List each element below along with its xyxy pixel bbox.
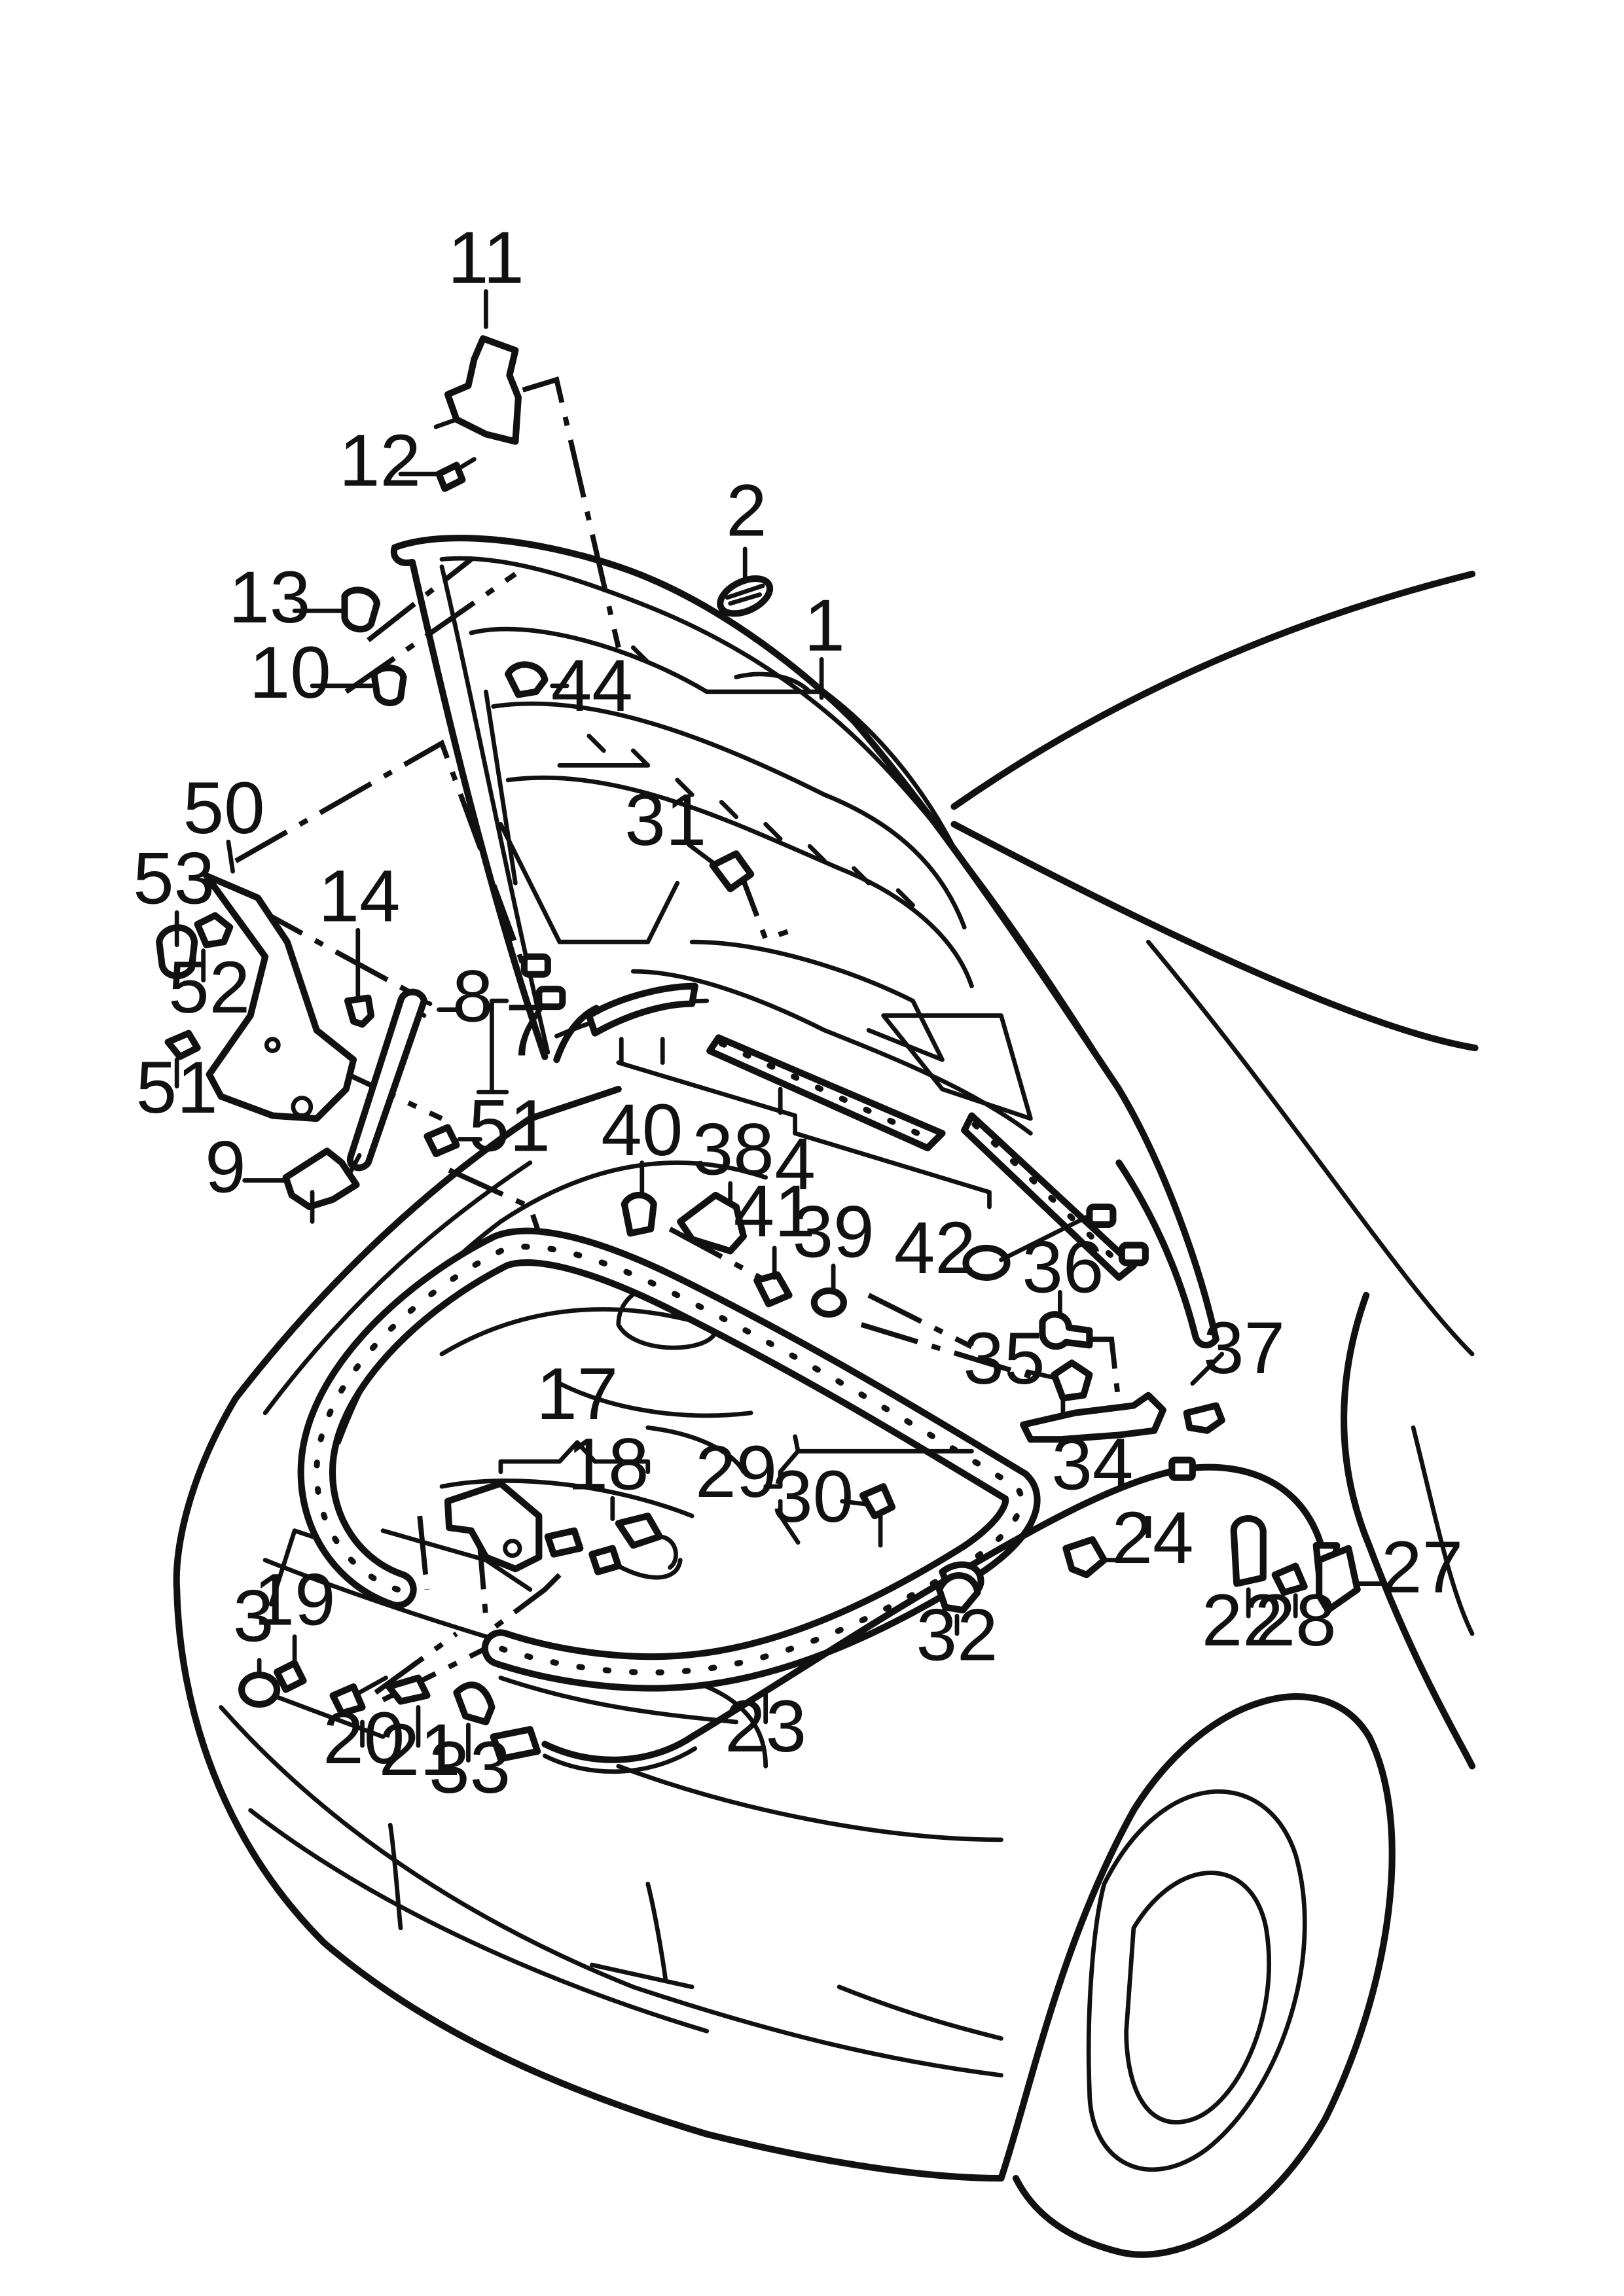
bolt-51a — [164, 1030, 201, 1060]
label-50: 50 — [183, 766, 265, 849]
latch-17 — [444, 1480, 543, 1573]
label-12: 12 — [339, 419, 421, 501]
label-11: 11 — [448, 216, 524, 298]
buffer-10 — [370, 664, 407, 707]
bolt-28 — [1271, 1562, 1308, 1596]
bolt-41 — [753, 1271, 793, 1308]
clip-37 — [1183, 1402, 1225, 1434]
cap-3 — [238, 1671, 281, 1708]
label-1: 1 — [804, 584, 845, 666]
label-13: 13 — [228, 556, 310, 638]
stud-14 — [344, 994, 375, 1028]
bolt-19 — [274, 1659, 307, 1693]
label-31: 31 — [624, 778, 706, 861]
label-40: 40 — [601, 1088, 683, 1171]
label-8: 8 — [452, 955, 494, 1037]
label-9: 9 — [205, 1125, 246, 1208]
label-36: 36 — [1022, 1225, 1104, 1308]
bracket-27 — [1316, 1545, 1361, 1614]
label-28: 28 — [1255, 1579, 1337, 1661]
washer-42 — [962, 1244, 1011, 1281]
handle-33 — [453, 1681, 496, 1726]
label-34: 34 — [1051, 1423, 1133, 1505]
label-10: 10 — [249, 631, 331, 713]
bolt-12 — [435, 461, 466, 492]
buffer-13 — [341, 586, 381, 633]
label-35: 35 — [963, 1317, 1045, 1399]
clip-30 — [859, 1483, 896, 1520]
label-22: 22 — [1202, 1579, 1284, 1661]
bracket-34 — [1020, 1391, 1166, 1443]
label-44: 44 — [551, 644, 633, 726]
label-24: 24 — [1112, 1496, 1194, 1579]
switch-21 — [385, 1674, 431, 1705]
cap-53 — [156, 924, 198, 980]
label-18: 18 — [568, 1423, 649, 1505]
bonnet-panel — [390, 534, 1219, 1349]
bracket-9 — [282, 1147, 360, 1211]
label-20: 20 — [323, 1696, 405, 1779]
label-19: 19 — [254, 1558, 336, 1641]
bolt-20 — [329, 1683, 366, 1717]
label-33: 33 — [429, 1726, 511, 1808]
label-32: 32 — [916, 1594, 998, 1676]
buffer-40 — [621, 1192, 657, 1237]
label-38: 38 — [693, 1107, 774, 1190]
catch-22 — [1230, 1515, 1267, 1587]
bolt-36 — [1039, 1311, 1093, 1350]
label-4: 4 — [774, 1122, 816, 1205]
label-27: 27 — [1381, 1526, 1463, 1608]
clip-24 — [1062, 1536, 1108, 1579]
clip-44 — [505, 661, 549, 698]
parts — [156, 335, 1361, 1763]
gas-strut — [346, 988, 428, 1172]
washer-39 — [810, 1287, 847, 1318]
clip-31 — [709, 850, 755, 893]
label-39: 39 — [793, 1190, 875, 1272]
label-53: 53 — [133, 837, 215, 920]
lock-38 — [677, 1191, 747, 1255]
label-37: 37 — [1203, 1306, 1285, 1389]
label-41: 41 — [734, 1170, 816, 1252]
bracket-11 — [444, 335, 522, 445]
label-2: 2 — [726, 469, 767, 552]
assembly-leader-lines — [234, 376, 1151, 1702]
label-7: 7 — [505, 988, 547, 1071]
grommet-32 — [935, 1572, 981, 1614]
label-52: 52 — [168, 946, 250, 1028]
label-30: 30 — [772, 1455, 854, 1537]
nut-35 — [1051, 1359, 1093, 1402]
bonnet-seal-29 — [297, 1227, 1041, 1692]
label-leaders — [174, 289, 1386, 1763]
label-23: 23 — [725, 1685, 806, 1767]
car-body-outline — [173, 570, 1479, 2258]
label-29: 29 — [695, 1430, 777, 1513]
part-labels: 1 2 3 4 7 8 9 10 11 12 13 14 17 18 19 20… — [133, 216, 1463, 1808]
label-51a: 51 — [136, 1046, 218, 1128]
connector-18 — [615, 1513, 663, 1549]
label-14: 14 — [318, 855, 400, 937]
label-42: 42 — [894, 1206, 976, 1289]
label-17: 17 — [536, 1352, 618, 1435]
bolt-51b — [424, 1124, 460, 1158]
label-3: 3 — [233, 1574, 274, 1657]
label-51b: 51 — [469, 1084, 550, 1166]
nut-52 — [194, 912, 234, 948]
label-21: 21 — [379, 1708, 461, 1791]
hinge-50 — [203, 872, 357, 1122]
